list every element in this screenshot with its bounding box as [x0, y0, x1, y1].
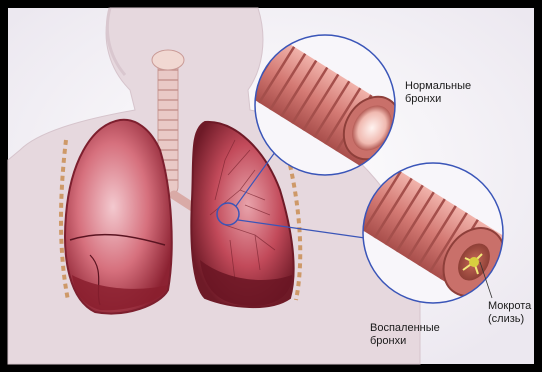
normal-bronchi-label: Нормальные бронхи [405, 80, 515, 106]
mucus-label: Мокрота (слизь) [488, 300, 540, 326]
inflamed-bronchi-label: Воспаленные бронхи [370, 322, 480, 348]
